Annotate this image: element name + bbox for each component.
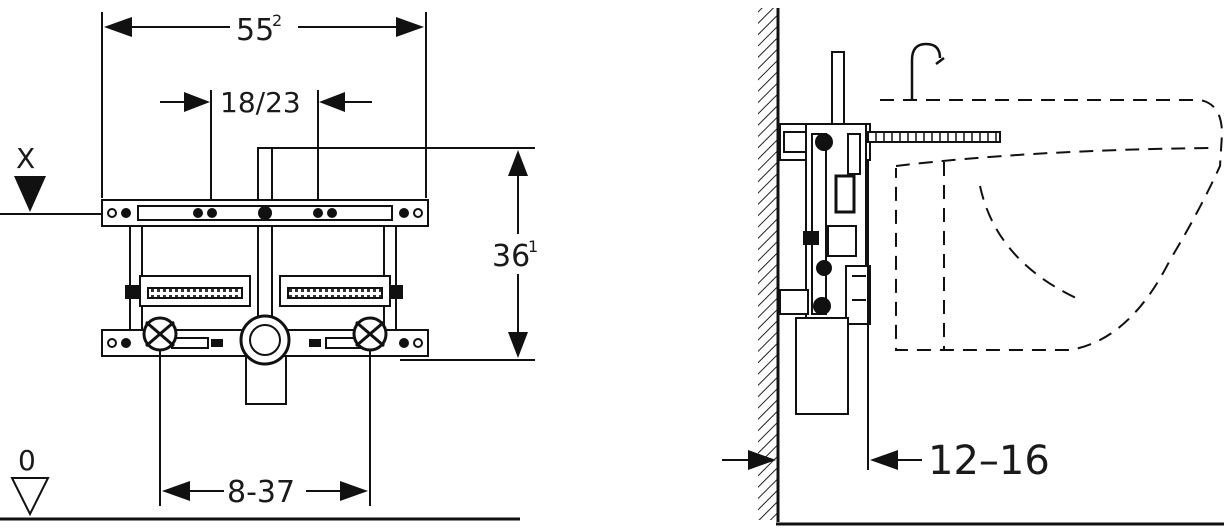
right-bracket-slots: [287, 287, 383, 299]
bolt: [313, 208, 323, 218]
side-outlet-box: [845, 265, 871, 325]
bolt: [107, 338, 117, 348]
side-frame-box: [827, 225, 857, 257]
depth-dim-label: 12–16: [928, 438, 1050, 484]
width-dimension: [101, 10, 427, 198]
bolt: [413, 208, 423, 218]
front-view: [0, 10, 558, 521]
clip: [389, 285, 403, 299]
bolt: [107, 208, 117, 218]
height-dim-label: 36: [492, 239, 530, 274]
side-frame-slot: [847, 133, 861, 175]
drain-outlet: [239, 314, 291, 405]
faucet-icon: [910, 42, 945, 100]
bolt: [121, 338, 131, 348]
slot: [171, 337, 209, 349]
lower-dim-label: 8-37: [227, 475, 295, 510]
threaded-rod: [867, 131, 1001, 143]
spacing-dim-label: 18/23: [220, 86, 301, 119]
clip: [211, 339, 223, 347]
bolt: [207, 208, 217, 218]
side-frame-pipe: [831, 51, 845, 133]
right-valve: [352, 316, 388, 352]
height-dimension: [268, 147, 558, 361]
bolt: [413, 338, 423, 348]
bolt: [327, 208, 337, 218]
washbasin-outline: [880, 99, 1224, 351]
side-view: [722, 8, 1224, 526]
left-valve: [142, 316, 178, 352]
side-frame-bolt: [815, 133, 833, 151]
wall-hatching: [758, 8, 778, 520]
side-frame-box: [834, 174, 856, 214]
width-dim-superscript: 2: [272, 11, 282, 30]
level-x-marker: [0, 176, 104, 215]
clip: [309, 339, 321, 347]
spacing-dimension: [160, 90, 372, 205]
side-lower-bracket: [779, 289, 809, 315]
lower-dimension: [159, 350, 371, 506]
side-frame-clip: [803, 231, 819, 245]
level-x-label: X: [16, 142, 35, 175]
rod-threads: [875, 132, 997, 142]
bolt: [258, 206, 272, 220]
width-dim-label: 55: [236, 13, 274, 48]
side-wall-plate: [783, 131, 807, 153]
left-bracket-slots: [147, 287, 243, 299]
bolt: [121, 208, 131, 218]
level-zero-label: 0: [18, 444, 36, 477]
side-frame-bolt: [813, 297, 831, 315]
side-frame-bolt: [816, 260, 832, 276]
depth-dimension: [722, 160, 922, 470]
bolt: [193, 208, 203, 218]
height-dim-superscript: 1: [528, 237, 538, 256]
side-lower-pipe: [795, 317, 849, 415]
floor-level-marker: [0, 477, 520, 521]
clip: [125, 285, 139, 299]
bolt: [399, 208, 409, 218]
bolt: [399, 338, 409, 348]
